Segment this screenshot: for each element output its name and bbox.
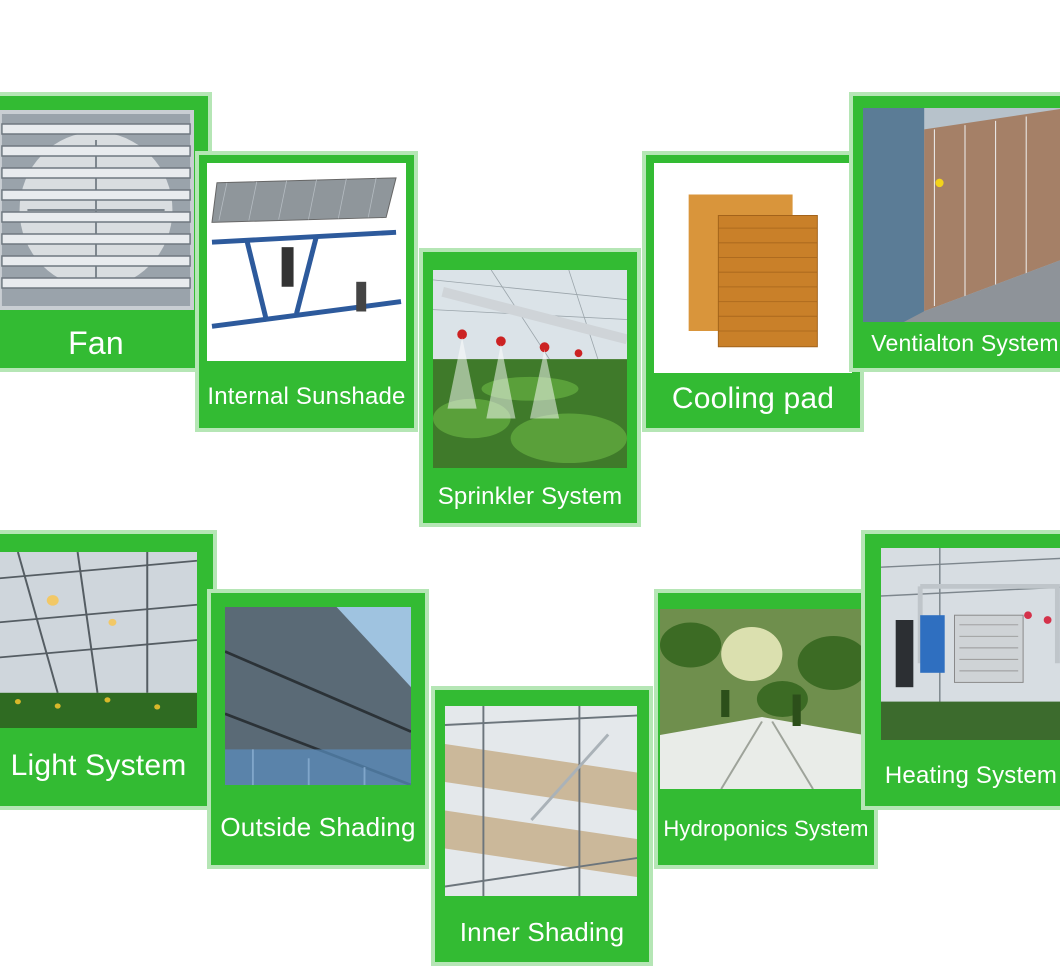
product-card-light[interactable]: Light System: [0, 530, 217, 810]
product-card-ventilation[interactable]: Ventialton System: [849, 92, 1060, 372]
product-label-ventilation: Ventialton System: [871, 329, 1059, 356]
product-label-cooling-pad: Cooling pad: [671, 382, 835, 415]
product-card-fan[interactable]: Fan: [0, 92, 212, 372]
cooling-pad-photo: [654, 163, 852, 373]
hydroponics-photo: [660, 609, 864, 789]
internal-sunshade-photo: [207, 163, 406, 361]
product-label-hydroponics: Hydroponics System: [663, 816, 869, 841]
product-label-light: Light System: [10, 749, 187, 782]
product-card-outside-shading[interactable]: Outside Shading: [207, 589, 429, 869]
product-card-internal-sunshade[interactable]: Internal Sunshade: [195, 151, 418, 432]
greenhouse-light-photo: [0, 552, 197, 728]
heater-photo: [881, 548, 1060, 740]
product-label-inner-shading: Inner Shading: [459, 916, 625, 947]
inner-shading-photo: [445, 706, 637, 896]
sprinkler-photo: [433, 270, 627, 468]
product-card-cooling-pad[interactable]: Cooling pad: [642, 151, 864, 432]
exhaust-fan-photo: [0, 110, 194, 310]
product-card-sprinkler[interactable]: Sprinkler System: [419, 248, 641, 527]
product-card-inner-shading[interactable]: Inner Shading: [431, 686, 653, 966]
outside-shading-photo: [225, 607, 411, 785]
ventilation-photo: [863, 108, 1060, 322]
product-label-sprinkler: Sprinkler System: [437, 483, 623, 510]
product-label-fan: Fan: [68, 324, 124, 361]
product-label-heating: Heating System: [884, 762, 1058, 789]
product-card-heating[interactable]: Heating System: [861, 530, 1060, 810]
product-label-internal-sunshade: Internal Sunshade: [207, 383, 406, 410]
product-label-outside-shading: Outside Shading: [220, 811, 416, 842]
product-card-hydroponics[interactable]: Hydroponics System: [654, 589, 878, 869]
